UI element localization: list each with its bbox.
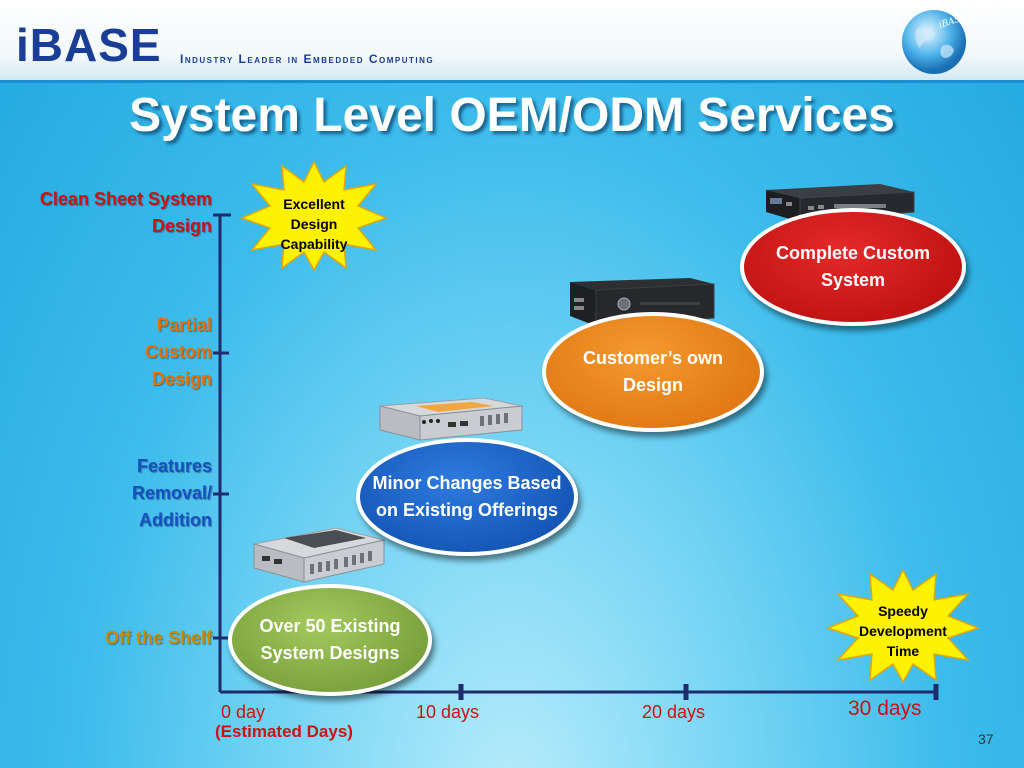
y-label-off-the-shelf: Off the Shelf bbox=[105, 628, 212, 648]
burst-speedy-development bbox=[826, 568, 980, 684]
y-label-partial-custom: Partial Custom Design bbox=[145, 315, 212, 389]
computer-device-icon bbox=[253, 527, 385, 583]
computer-device-icon bbox=[379, 397, 523, 441]
x-label-30: 30 days bbox=[848, 697, 922, 720]
y-label-clean-sheet: Clean Sheet System Design bbox=[39, 189, 212, 236]
bubble-customer-design: Customer’s own Design bbox=[542, 312, 764, 432]
x-label-10: 10 days bbox=[416, 702, 480, 722]
globe-icon: iBASE Always Ahead bbox=[902, 6, 1002, 74]
bubble-over-50-designs: Over 50 Existing System Designs bbox=[228, 584, 432, 696]
burst-excellent-text: Excellent Design Capability bbox=[280, 196, 348, 252]
tagline: Industry Leader in Embedded Computing bbox=[180, 52, 435, 66]
bubble-minor-changes: Minor Changes Based on Existing Offering… bbox=[356, 438, 578, 556]
y-label-features: Features Removal/ Addition bbox=[131, 456, 212, 530]
burst-excellent-design bbox=[240, 160, 388, 272]
page-number: 37 bbox=[978, 731, 994, 747]
x-label-0: 0 day bbox=[221, 702, 266, 722]
header-bar: iBASE Industry Leader in Embedded Comput… bbox=[0, 0, 1024, 83]
x-label-20: 20 days bbox=[642, 702, 706, 722]
burst-speedy-text: Speedy Development Time bbox=[859, 603, 947, 659]
x-axis-note: (Estimated Days) bbox=[215, 722, 353, 741]
ibase-logo: iBASE bbox=[16, 19, 162, 71]
bubble-complete-custom: Complete Custom System bbox=[740, 208, 966, 326]
slide-title: System Level OEM/ODM Services bbox=[129, 89, 895, 142]
